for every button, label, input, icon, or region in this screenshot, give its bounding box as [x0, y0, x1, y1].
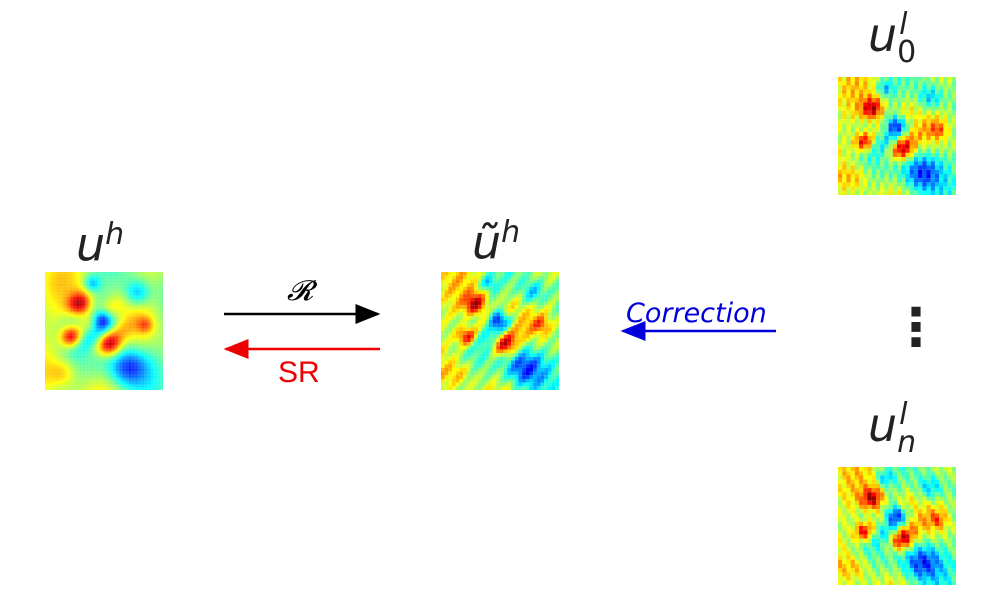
reconstructed-label: ũh	[472, 215, 521, 270]
low-res-first-label: u l 0	[868, 7, 917, 70]
low-res-last-label: u l n	[868, 397, 917, 460]
restriction-label: 𝓡	[287, 274, 314, 307]
correction-label: Correction	[626, 298, 767, 329]
super-resolution-label: SR	[278, 356, 320, 389]
high-res-label: uh	[76, 217, 125, 272]
reconstructed-field-image	[441, 272, 559, 390]
low-res-first-field-image	[838, 77, 956, 195]
high-res-field-image	[45, 272, 163, 390]
low-res-last-field-image	[838, 467, 956, 585]
ellipsis: ⋮	[890, 298, 942, 358]
